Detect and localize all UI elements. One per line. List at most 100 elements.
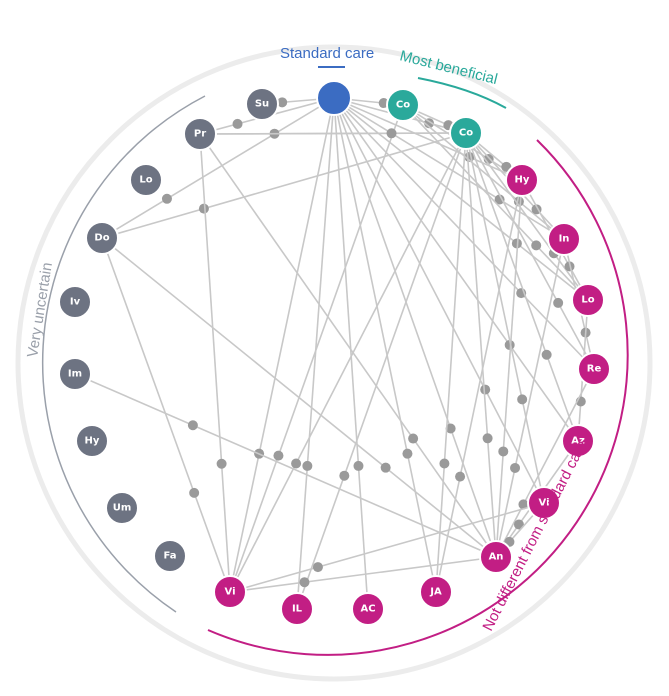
edge-pr-an xyxy=(199,133,497,558)
node-hy2: Hy xyxy=(75,424,109,458)
edge-dot-sc-il xyxy=(302,460,313,471)
edge-an-vi xyxy=(229,556,497,593)
edge-dot-co2-ja xyxy=(439,458,450,469)
edge-dot-az-an xyxy=(513,519,524,530)
edge-dot-sc-az xyxy=(504,339,515,350)
node-circle-co1 xyxy=(386,88,420,122)
standard-care-label: Standard care xyxy=(280,45,374,62)
node-label-su: Su xyxy=(255,99,269,110)
most-beneficial-arc xyxy=(417,77,507,109)
node-vi2: Vi xyxy=(527,486,561,520)
node-label-lo1: Lo xyxy=(139,175,152,186)
edge-dot-sc-ja xyxy=(402,448,413,459)
edge-dot-co2-do xyxy=(198,203,209,214)
edges-layer xyxy=(74,97,595,610)
edge-pr-co2 xyxy=(199,132,467,135)
edge-dot-in-an xyxy=(510,462,521,473)
edge-dot-co2-an xyxy=(482,433,493,444)
node-circle-re xyxy=(577,352,611,386)
node-do: Do xyxy=(85,221,119,255)
node-circle-an xyxy=(479,540,513,574)
node-an: An xyxy=(479,540,513,574)
node-re: Re xyxy=(577,352,611,386)
node-sc xyxy=(316,80,352,116)
node-circle-iv xyxy=(58,285,92,319)
edge-co2-vi2 xyxy=(465,132,545,504)
edge-dot-pr-co2 xyxy=(386,128,397,139)
node-pr: Pr xyxy=(183,117,217,151)
node-label-co1: Co xyxy=(396,100,410,111)
node-co2: Co xyxy=(449,116,483,150)
node-az: Az xyxy=(561,424,595,458)
node-circle-pr xyxy=(183,117,217,151)
edge-dot-sc-ac xyxy=(353,460,364,471)
node-label-an: An xyxy=(489,552,504,563)
edge-sc-vi2 xyxy=(333,97,545,504)
edge-co2-ja xyxy=(435,132,467,593)
node-circle-hy2 xyxy=(75,424,109,458)
node-su: Su xyxy=(245,87,279,121)
node-label-iv: Iv xyxy=(70,297,81,308)
node-circle-hy1 xyxy=(505,163,539,197)
node-circle-co2 xyxy=(449,116,483,150)
edge-dot-co2-az xyxy=(541,349,552,360)
edge-dot-an-vi xyxy=(299,577,310,588)
node-circle-il xyxy=(280,592,314,626)
edge-dot-pr-vi xyxy=(216,458,227,469)
node-label-ja: JA xyxy=(429,587,442,598)
node-circle-vi xyxy=(213,575,247,609)
edge-hy1-an xyxy=(495,179,523,558)
node-label-do: Do xyxy=(94,233,109,244)
edge-dot-co1-vi xyxy=(273,450,284,461)
edge-co1-vi xyxy=(229,104,404,593)
node-label-pr: Pr xyxy=(194,129,206,140)
node-circle-vi2 xyxy=(527,486,561,520)
node-label-hy1: Hy xyxy=(515,175,530,186)
node-circle-sc xyxy=(316,80,352,116)
node-circle-lo2 xyxy=(571,283,605,317)
node-lo1: Lo xyxy=(129,163,163,197)
edge-co2-il xyxy=(296,132,467,610)
edge-sc-az xyxy=(333,97,579,442)
node-label-im: Im xyxy=(68,369,82,380)
node-circle-ac xyxy=(351,592,385,626)
not-different-arc xyxy=(207,139,629,656)
node-label-fa: Fa xyxy=(164,551,177,562)
edge-dot-sc-vi2 xyxy=(480,384,491,395)
node-circle-az xyxy=(561,424,595,458)
node-label-in: In xyxy=(559,234,570,245)
edge-hy1-ja xyxy=(435,179,523,593)
edge-dot-co1-lo2 xyxy=(531,240,542,251)
node-label-re: Re xyxy=(587,364,602,375)
edge-co2-re xyxy=(465,132,595,370)
edge-dot-sc-su xyxy=(277,97,288,108)
edge-re-an xyxy=(495,368,595,558)
edge-pr-vi xyxy=(199,133,231,593)
edge-dot-co2-il xyxy=(339,470,350,481)
edge-sc-vi xyxy=(229,97,335,593)
node-hy1: Hy xyxy=(505,163,539,197)
edge-sc-ja xyxy=(333,97,437,593)
edge-dot-pr-an xyxy=(408,433,419,444)
node-circle-lo1 xyxy=(129,163,163,197)
edge-sc-an xyxy=(333,97,497,558)
node-fa: Fa xyxy=(153,539,187,573)
edge-do-vi xyxy=(101,237,231,593)
node-label-ac: AC xyxy=(360,604,375,615)
node-circle-fa xyxy=(153,539,187,573)
edge-co2-an xyxy=(465,132,497,558)
edge-dot-vi2-vi xyxy=(312,562,323,573)
edge-dot-co2-vi2 xyxy=(517,394,528,405)
node-label-lo2: Lo xyxy=(581,295,594,306)
nodes-layer: CoCoHyInLoReAzViAnJAACILViFaUmHyImIvDoLo… xyxy=(58,80,611,626)
edge-dot-sc-pr xyxy=(232,118,243,129)
edge-dot-hy1-ja xyxy=(455,471,466,482)
node-circle-im xyxy=(58,357,92,391)
node-label-um: Um xyxy=(113,503,132,514)
edge-dot-sc-an xyxy=(445,423,456,434)
node-co1: Co xyxy=(386,88,420,122)
edge-co1-in xyxy=(402,104,565,240)
edge-sc-do xyxy=(101,97,335,239)
edge-sc-ac xyxy=(333,97,369,610)
node-ja: JA xyxy=(419,575,453,609)
